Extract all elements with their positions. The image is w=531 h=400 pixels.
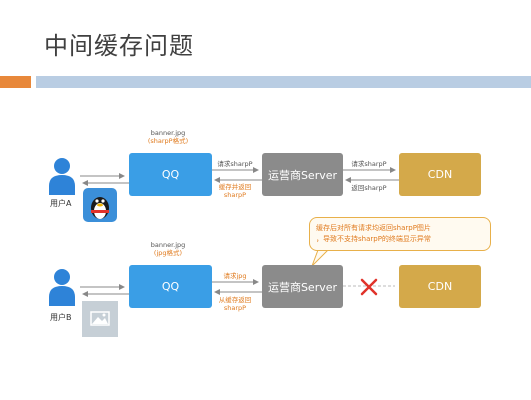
cdn-box-row2: CDN — [399, 265, 481, 308]
title-underline-bar — [36, 76, 531, 88]
image-placeholder-icon — [82, 301, 118, 337]
qq-box-row1: QQ — [129, 153, 212, 196]
server-box-row1: 运营商Server — [262, 153, 343, 196]
row1-file-name: banner.jpg — [150, 129, 186, 137]
row2-file-format: (jpg格式) — [153, 249, 183, 257]
row2-request-label: 请求jpg — [223, 272, 247, 280]
row1-file-format: (sharpP格式) — [147, 137, 189, 145]
callout-line-1: 缓存后对所有请求均返回sharpP图片 — [316, 224, 431, 232]
callout-tail — [311, 249, 330, 267]
user-a-label: 用户A — [50, 199, 72, 208]
red-cross-icon — [360, 278, 378, 296]
row1-cdn-request-label: 请求sharpP — [351, 160, 387, 168]
user-b-label: 用户B — [50, 313, 72, 322]
slide-title: 中间缓存问题 — [44, 32, 194, 60]
row1-cache-return-line2: sharpP — [223, 191, 247, 199]
row2-cache-return-line1: 从缓存返回 — [218, 296, 252, 304]
user-a-icon — [49, 158, 75, 195]
callout-line-2: ，导致不支持sharpP的终端显示异常 — [316, 235, 431, 243]
user-b-icon — [49, 269, 75, 306]
warning-callout: 缓存后对所有请求均返回sharpP图片 ，导致不支持sharpP的终端显示异常 — [309, 217, 491, 251]
row1-cdn-return-label: 返回sharpP — [351, 184, 387, 192]
row1-request-label: 请求sharpP — [217, 160, 253, 168]
qq-penguin-icon — [83, 188, 117, 222]
row2-file-name: banner.jpg — [150, 241, 186, 249]
row2-cache-return-line2: sharpP — [223, 304, 247, 312]
qq-box-row2: QQ — [129, 265, 212, 308]
server-box-row2: 运营商Server — [262, 265, 343, 308]
row1-cache-return-line1: 缓存并返回 — [218, 183, 252, 191]
cdn-box-row1: CDN — [399, 153, 481, 196]
title-accent-bar — [0, 76, 31, 88]
